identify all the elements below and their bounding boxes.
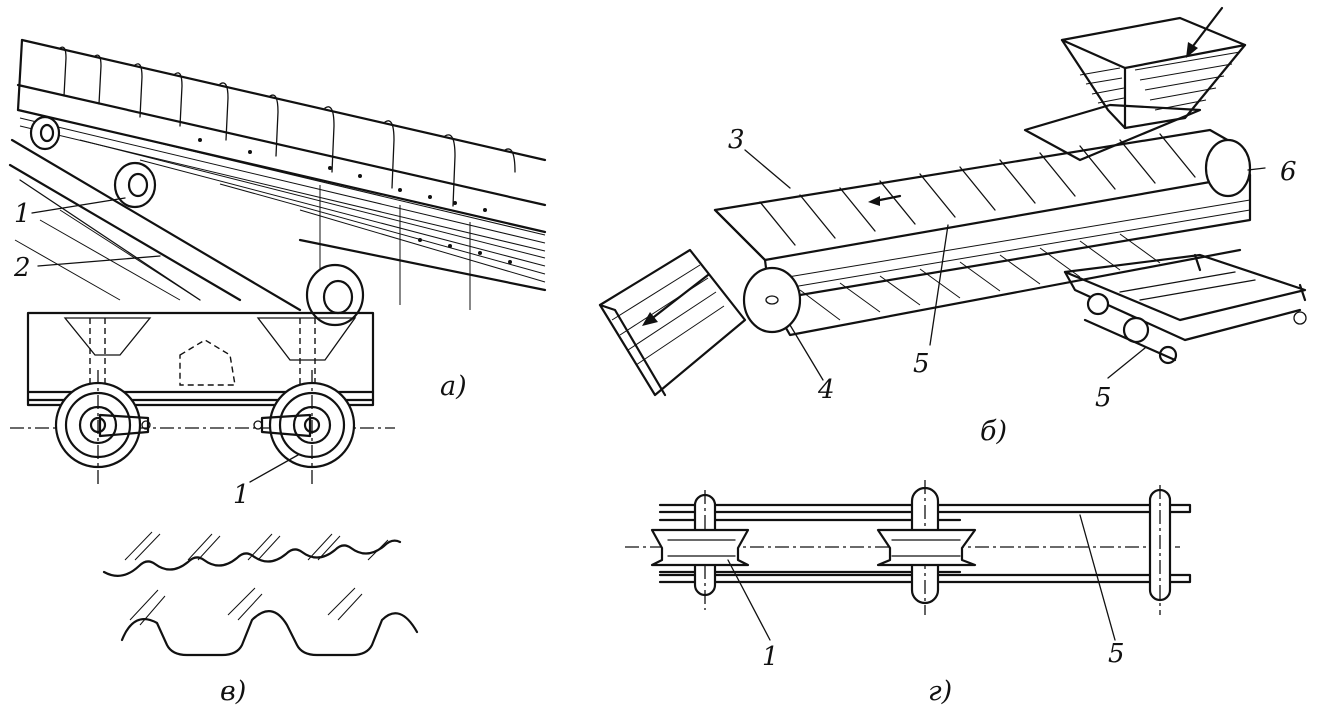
- panel-v-plate-profiles: в): [102, 531, 419, 707]
- panel-b-label-6: 6: [1280, 157, 1297, 187]
- panel-b-label-4: 4: [817, 375, 835, 405]
- panel-b-caption: б): [980, 416, 1007, 447]
- panel-a-label-1: 1: [14, 199, 31, 229]
- panel-g-chain-plan: 1 5 г): [625, 480, 1192, 707]
- roller-wheel-icon: [29, 115, 365, 327]
- plate-link-detail: [1063, 253, 1307, 365]
- panel-a-label-2: 2: [13, 253, 31, 283]
- panel-g-label-5: 5: [1108, 639, 1125, 669]
- panel-a-side-view: 1 а): [10, 311, 467, 510]
- panel-b-label-3: 3: [728, 125, 745, 155]
- discharge-chute-icon: [598, 194, 902, 397]
- panel-a-side-label-1: 1: [233, 480, 250, 510]
- panel-a-caption: а): [440, 371, 467, 402]
- panel-v-caption: в): [220, 676, 246, 707]
- panel-g-caption: г): [928, 676, 952, 707]
- panel-b-perspective: 3 6 4 5 5 б): [598, 6, 1307, 447]
- panel-b-label-5: 5: [913, 349, 930, 379]
- panel-a-perspective: 1 2: [8, 38, 547, 327]
- panel-g-label-1: 1: [762, 642, 779, 672]
- hopper-icon: [1060, 6, 1247, 130]
- panel-b-detail-label-5: 5: [1095, 383, 1112, 413]
